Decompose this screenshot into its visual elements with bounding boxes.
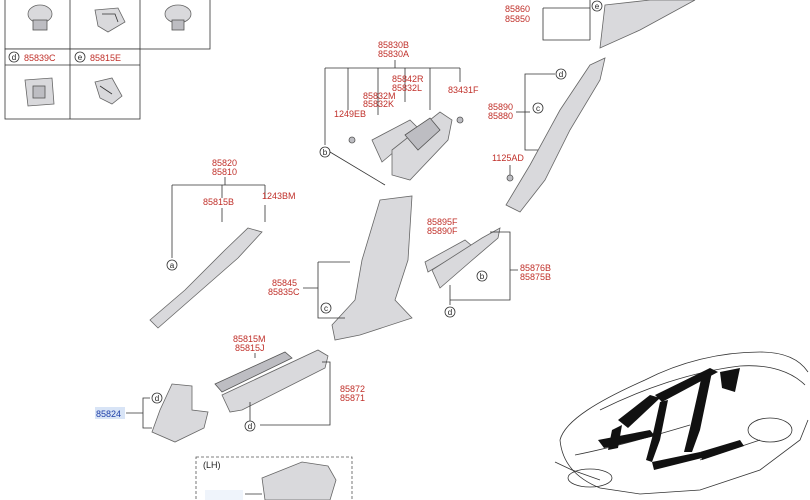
svg-text:85815J: 85815J <box>235 343 265 353</box>
svg-text:b: b <box>323 148 328 157</box>
svg-text:85839C: 85839C <box>24 53 56 63</box>
upper-pillar-trim <box>599 0 696 49</box>
svg-text:85832K: 85832K <box>363 99 394 109</box>
callout-85824[interactable]: 85824 d <box>95 392 163 429</box>
callout-85860-85850: 85860 85850 e <box>505 0 696 49</box>
svg-text:d: d <box>248 422 252 431</box>
svg-text:c: c <box>324 304 328 313</box>
callout-85890-85880: d 85890 85880 c 1125AD <box>488 68 567 182</box>
rear-pillar-trim <box>505 57 606 213</box>
svg-text:1125AD: 1125AD <box>492 153 524 163</box>
svg-text:83431F: 83431F <box>448 85 479 95</box>
svg-text:85872: 85872 <box>340 384 365 394</box>
front-door-scuff-trim <box>214 351 293 393</box>
fastener-table: d 85839C e 85815E <box>4 0 211 120</box>
clip-icon <box>24 77 55 107</box>
svg-text:85845: 85845 <box>272 278 297 288</box>
svg-text:85880: 85880 <box>488 111 513 121</box>
callout-85845-85835C: 85845 85835C c <box>268 261 350 319</box>
clip-icon <box>94 7 126 33</box>
callout-85815M: 85815M 85815J <box>233 334 266 358</box>
svg-text:85832L: 85832L <box>392 83 422 93</box>
vehicle-location-illustration <box>554 351 809 495</box>
clip-icon <box>94 77 123 105</box>
svg-text:85860: 85860 <box>505 4 530 14</box>
svg-text:a: a <box>170 261 175 270</box>
svg-text:85890: 85890 <box>488 102 513 112</box>
svg-text:85830A: 85830A <box>378 49 409 59</box>
svg-text:85815M: 85815M <box>233 334 266 344</box>
kick-panel-trim <box>151 383 209 443</box>
b-pillar-lower-trim <box>331 195 413 341</box>
callout-85872-85871: 85872 85871 d <box>244 361 365 432</box>
svg-text:1249EB: 1249EB <box>334 109 366 119</box>
callout-85876B-85875B: b 85876B 85875B d <box>444 231 551 318</box>
svg-text:85871: 85871 <box>340 393 365 403</box>
svg-text:85876B: 85876B <box>520 263 551 273</box>
lh-detail-box: (LH) <box>195 456 353 500</box>
a-pillar-trim <box>149 227 263 329</box>
b-pillar-upper-trim <box>348 111 464 181</box>
svg-text:85875B: 85875B <box>520 272 551 282</box>
svg-text:85830B: 85830B <box>378 40 409 50</box>
svg-text:d: d <box>559 70 563 79</box>
svg-text:85895F: 85895F <box>427 217 458 227</box>
svg-text:e: e <box>78 53 83 62</box>
svg-text:85815B: 85815B <box>203 197 234 207</box>
svg-text:85824: 85824 <box>96 409 121 419</box>
svg-text:85815E: 85815E <box>90 53 121 63</box>
svg-text:(LH): (LH) <box>203 460 221 470</box>
svg-text:85850: 85850 <box>505 14 530 24</box>
svg-text:d: d <box>12 53 16 62</box>
svg-text:85832M: 85832M <box>363 91 396 101</box>
callout-85830: 85830B 85830A 85842R 85832L 85832M 85832… <box>319 40 479 186</box>
clip-icon <box>27 4 53 31</box>
svg-text:85890F: 85890F <box>427 226 458 236</box>
svg-text:b: b <box>480 272 485 281</box>
callout-85820-85810: 85820 85810 85815B 1243BM a <box>166 158 296 271</box>
svg-text:85820: 85820 <box>212 158 237 168</box>
front-sill-trim <box>221 349 329 413</box>
table-cell-d: d 85839C <box>8 51 56 63</box>
svg-text:c: c <box>536 104 540 113</box>
svg-text:d: d <box>155 394 159 403</box>
svg-text:e: e <box>595 2 600 11</box>
svg-text:85835C: 85835C <box>268 287 300 297</box>
rear-sill-trim <box>431 227 501 289</box>
svg-text:85810: 85810 <box>212 167 237 177</box>
callout-85895F: 85895F 85890F <box>427 217 458 236</box>
clip-icon <box>164 4 192 31</box>
svg-text:d: d <box>448 308 452 317</box>
table-cell-e: e 85815E <box>74 51 121 63</box>
svg-text:85842R: 85842R <box>392 74 424 84</box>
svg-text:1243BM: 1243BM <box>262 191 296 201</box>
